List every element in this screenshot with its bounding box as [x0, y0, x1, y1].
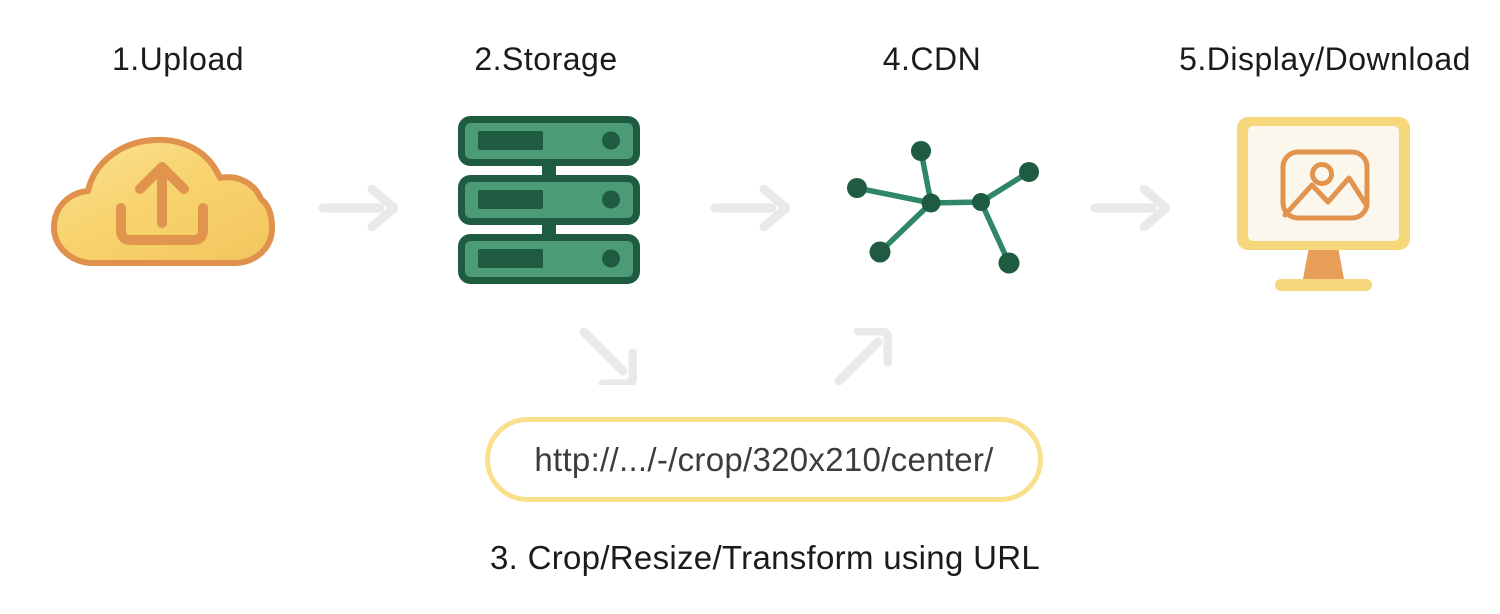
step-label-upload: 1.Upload: [111, 41, 245, 77]
url-pill: http://.../-/crop/320x210/center/: [485, 417, 1043, 502]
arrow-right-icon: [710, 185, 790, 231]
arrow-right-icon: [1090, 185, 1170, 231]
step-label-display: 5.Display/Download: [1179, 41, 1471, 77]
step-label-cdn: 4.CDN: [882, 41, 982, 77]
arrow-down-right-icon: [579, 327, 637, 385]
arrow-up-right-icon: [834, 328, 892, 386]
step-label-transform: 3. Crop/Resize/Transform using URL: [490, 539, 1040, 576]
image-icon: [1280, 149, 1370, 221]
upload-cloud-icon: [51, 136, 275, 266]
arrow-right-icon: [318, 185, 398, 231]
upload-arrow-icon: [116, 162, 208, 245]
monitor-display-icon: [1237, 117, 1410, 291]
cdn-network-icon: [847, 141, 1039, 274]
server-stack-icon: [458, 116, 640, 284]
step-label-storage: 2.Storage: [474, 41, 618, 77]
url-text: http://.../-/crop/320x210/center/: [534, 440, 994, 478]
